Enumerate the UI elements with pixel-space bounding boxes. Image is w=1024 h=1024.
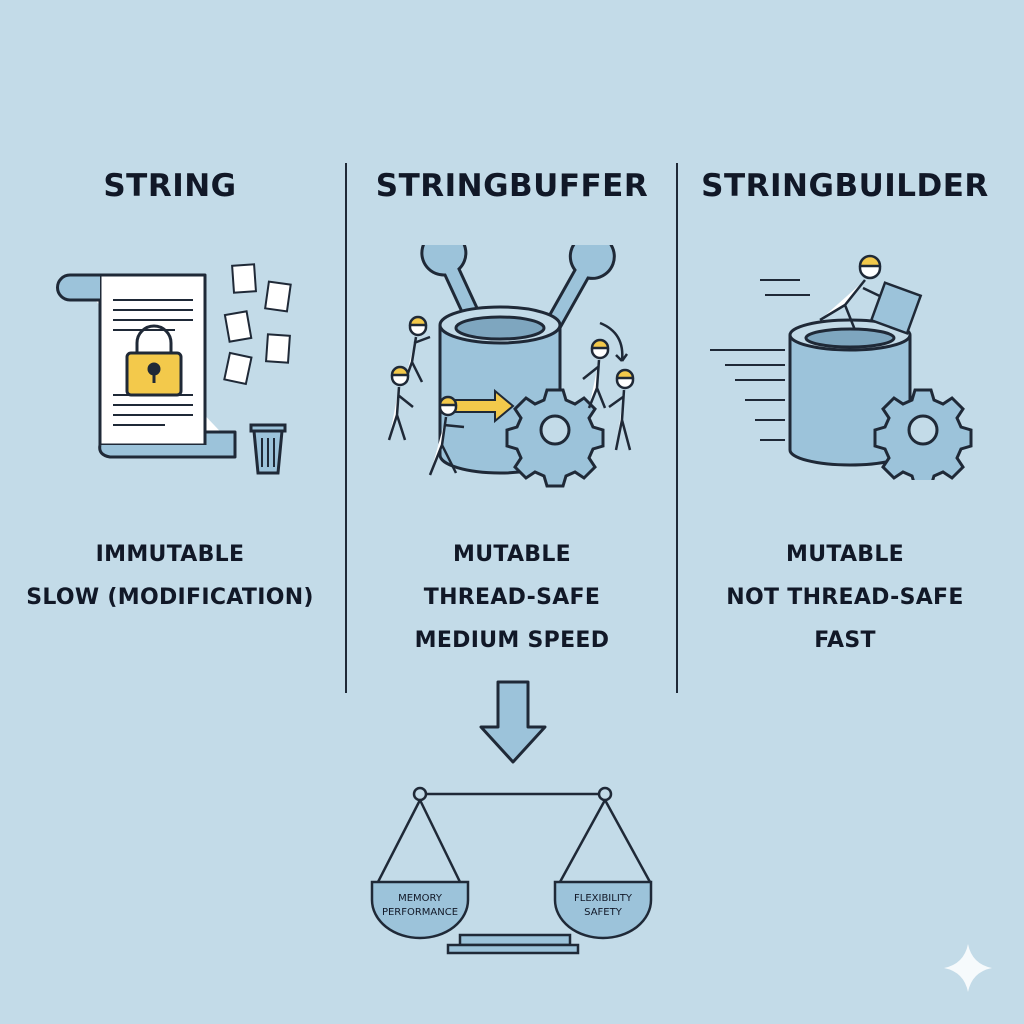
balance-scale-icon: MEMORY PERFORMANCE FLEXIBILITY SAFETY bbox=[370, 786, 653, 955]
column-title: STRING bbox=[103, 168, 237, 204]
cylinder bbox=[788, 318, 912, 467]
rotate-arrow-icon bbox=[599, 321, 629, 362]
worker-icon bbox=[387, 315, 635, 476]
stringbuilder-illustration bbox=[710, 254, 973, 480]
gear-icon bbox=[505, 388, 605, 488]
pan-label: SAFETY bbox=[584, 907, 623, 918]
arrow-right-icon bbox=[449, 388, 515, 424]
trait-item: MUTABLE bbox=[453, 542, 571, 567]
scale-pan-right bbox=[553, 880, 653, 940]
string-illustration bbox=[56, 263, 292, 475]
arrow-down-icon bbox=[479, 680, 547, 764]
padlock-icon bbox=[125, 324, 183, 397]
trash-can-icon bbox=[249, 423, 287, 475]
gear-icon bbox=[873, 388, 973, 480]
trait-item: IMMUTABLE bbox=[95, 542, 245, 567]
trait-list: MUTABLE THREAD-SAFE MEDIUM SPEED bbox=[342, 533, 682, 662]
column-title: STRINGBUFFER bbox=[375, 168, 649, 204]
speed-lines bbox=[710, 279, 810, 441]
column-divider-left bbox=[345, 163, 347, 693]
trait-item: THREAD-SAFE bbox=[423, 585, 601, 610]
pan-label: MEMORY bbox=[398, 893, 443, 904]
pan-label: PERFORMANCE bbox=[382, 907, 458, 918]
scattered-pages-icon bbox=[223, 263, 292, 386]
worker-icon bbox=[819, 254, 923, 335]
column-divider-right bbox=[676, 163, 678, 693]
trait-item: MUTABLE bbox=[786, 542, 904, 567]
trait-item: NOT THREAD-SAFE bbox=[726, 585, 964, 610]
scale-pan-left bbox=[370, 880, 470, 940]
pan-label: FLEXIBILITY bbox=[574, 893, 633, 904]
trait-item: FAST bbox=[814, 628, 876, 653]
stringbuffer-illustration bbox=[387, 245, 635, 488]
sparkle-icon bbox=[944, 944, 992, 992]
column-title: STRINGBUILDER bbox=[701, 168, 989, 204]
trait-list: IMMUTABLE SLOW (MODIFICATION) bbox=[0, 533, 340, 619]
trait-item: SLOW (MODIFICATION) bbox=[26, 585, 314, 610]
trait-item: MEDIUM SPEED bbox=[414, 628, 610, 653]
trait-list: MUTABLE NOT THREAD-SAFE FAST bbox=[675, 533, 1015, 662]
